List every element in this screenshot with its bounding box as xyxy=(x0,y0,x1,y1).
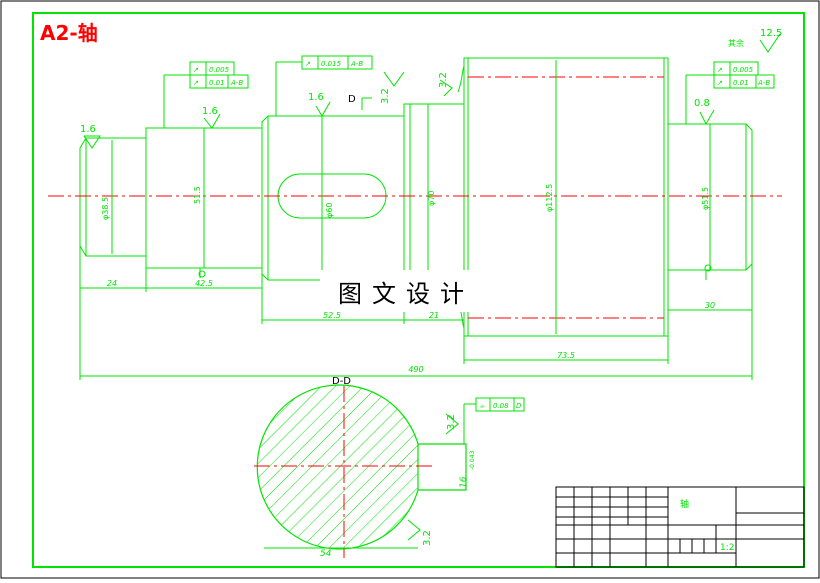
length-label: 24 xyxy=(107,279,117,288)
roughness-value: 1.6 xyxy=(80,124,96,135)
tol-value: 0.01 xyxy=(733,79,749,87)
tol-datum: A-B xyxy=(230,79,243,87)
roughness-value: 1.6 xyxy=(308,92,324,103)
length-label: 42.5 xyxy=(195,279,213,288)
drawing-title: A2-轴 xyxy=(40,21,98,45)
tol-symbol: ↗ xyxy=(193,66,199,74)
diameter-label: φ70 xyxy=(427,191,436,206)
tol-datum: D xyxy=(516,402,522,410)
drawing-scale: 1:2 xyxy=(720,543,734,553)
tol-value: 0.015 xyxy=(321,60,342,68)
tol-symbol: ↗ xyxy=(305,60,311,68)
tol-datum: A-B xyxy=(757,79,770,87)
diameter-label: φ60 xyxy=(325,203,334,218)
tol-symbol: ↗ xyxy=(717,79,723,87)
roughness-value: 3.2 xyxy=(380,88,391,104)
section-title: D-D xyxy=(332,376,351,387)
tol-value: 0.005 xyxy=(209,66,230,74)
roughness-value: 3.2 xyxy=(422,530,433,546)
tol-symbol: ↗ xyxy=(193,79,199,87)
section-mark-label: D xyxy=(348,94,356,105)
length-label: 30 xyxy=(705,301,715,310)
finish-roughness-value: 12.5 xyxy=(760,28,782,39)
length-label: 490 xyxy=(408,365,423,374)
roughness-value: 0.8 xyxy=(694,98,710,109)
tol-datum: A-B xyxy=(350,60,363,68)
roughness-value: 3.2 xyxy=(446,414,457,430)
section-cut-mark xyxy=(361,97,372,110)
watermark-label: 图文设计 xyxy=(320,270,492,312)
part-name: 轴 xyxy=(680,498,689,510)
section-view xyxy=(254,384,467,558)
length-label: 21 xyxy=(429,311,439,320)
title-block xyxy=(555,486,805,568)
keyway-width-tolerance: -0.043 xyxy=(469,450,476,470)
roughness-value: 3.2 xyxy=(438,72,449,88)
tolerance-frames xyxy=(163,55,775,444)
diameter-label: 51.5 xyxy=(193,186,202,204)
diameter-label: φ112.5 xyxy=(545,184,554,212)
keyway-depth-label: 54 xyxy=(320,549,332,559)
sheet-inner-border xyxy=(32,12,805,568)
finish-note-label: 其余 xyxy=(728,38,744,48)
length-label: 73.5 xyxy=(557,351,575,360)
keyway-width-label: 16 xyxy=(459,476,469,488)
diameter-label: φ38.5 xyxy=(101,197,110,220)
tol-value: 0.01 xyxy=(209,79,225,87)
tol-symbol: ⌯ xyxy=(479,402,485,410)
diameter-label: φ51.5 xyxy=(701,187,710,210)
datum-b-marker xyxy=(704,264,712,272)
datum-a-marker xyxy=(198,270,206,278)
length-label: 52.5 xyxy=(323,311,341,320)
finish-roughness-symbol xyxy=(759,33,781,53)
roughness-value: 1.6 xyxy=(202,106,218,117)
section-hatch xyxy=(256,384,419,550)
roughness-symbols xyxy=(83,71,715,541)
tol-symbol: ↗ xyxy=(717,66,723,74)
tol-value: 0.005 xyxy=(733,66,754,74)
tol-value: 0.08 xyxy=(493,402,509,410)
